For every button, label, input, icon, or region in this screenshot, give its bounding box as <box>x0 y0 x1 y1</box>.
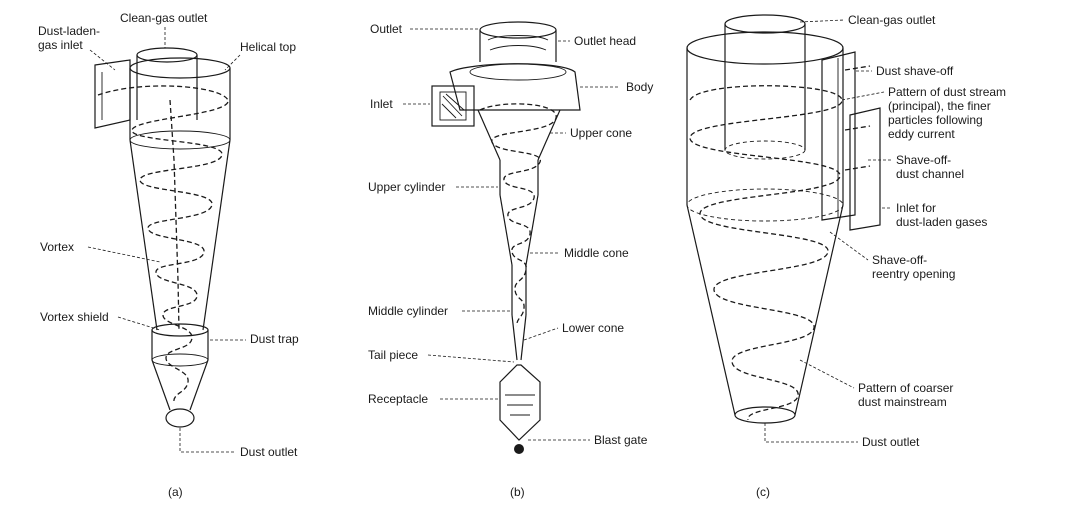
label-coarser-1: Pattern of coarser <box>858 381 953 395</box>
label-dust-shave-off: Dust shave-off <box>876 64 954 78</box>
label-reentry-1: Shave-off- <box>872 253 927 267</box>
label-pattern-dust-stream-3: particles following <box>888 113 983 127</box>
label-pattern-dust-stream-4: eddy current <box>888 127 955 141</box>
label-dust-outlet-c: Dust outlet <box>862 435 920 449</box>
label-helical-top: Helical top <box>240 40 296 54</box>
caption-c: (c) <box>756 485 770 499</box>
label-vortex: Vortex <box>40 240 74 254</box>
panel-b-cyclone <box>432 22 580 454</box>
label-pattern-dust-stream-1: Pattern of dust stream <box>888 85 1006 99</box>
label-shave-off-channel-2: dust channel <box>896 167 964 181</box>
label-lower-cone: Lower cone <box>562 321 624 335</box>
panel-a-labels: Clean-gas outlet Dust-laden- gas inlet H… <box>38 11 299 499</box>
label-blast-gate: Blast gate <box>594 433 648 447</box>
panel-a-cyclone <box>95 48 230 427</box>
label-dust-laden-gas-inlet-line2: gas inlet <box>38 38 83 52</box>
label-pattern-dust-stream-2: (principal), the finer <box>888 99 991 113</box>
caption-b: (b) <box>510 485 525 499</box>
label-dust-trap: Dust trap <box>250 332 299 346</box>
caption-a: (a) <box>168 485 183 499</box>
label-vortex-shield: Vortex shield <box>40 310 109 324</box>
label-reentry-2: reentry opening <box>872 267 955 281</box>
label-dust-laden-gas-inlet-line1: Dust-laden- <box>38 24 100 38</box>
label-upper-cylinder: Upper cylinder <box>368 180 445 194</box>
label-middle-cylinder: Middle cylinder <box>368 304 448 318</box>
label-body: Body <box>626 80 653 94</box>
label-clean-gas-outlet-a: Clean-gas outlet <box>120 11 208 25</box>
panel-c-cyclone <box>687 15 880 423</box>
label-upper-cone: Upper cone <box>570 126 632 140</box>
label-outlet-head: Outlet head <box>574 34 636 48</box>
label-outlet: Outlet <box>370 22 403 36</box>
label-shave-off-channel-1: Shave-off- <box>896 153 951 167</box>
panel-c-labels: Clean-gas outlet Dust shave-off Pattern … <box>756 13 1006 499</box>
label-clean-gas-outlet-c: Clean-gas outlet <box>848 13 936 27</box>
label-tail-piece: Tail piece <box>368 348 418 362</box>
label-inlet-dust-laden-1: Inlet for <box>896 201 936 215</box>
label-middle-cone: Middle cone <box>564 246 629 260</box>
label-inlet: Inlet <box>370 97 393 111</box>
label-inlet-dust-laden-2: dust-laden gases <box>896 215 987 229</box>
label-dust-outlet-a: Dust outlet <box>240 445 298 459</box>
label-receptacle: Receptacle <box>368 392 428 406</box>
label-coarser-2: dust mainstream <box>858 395 947 409</box>
